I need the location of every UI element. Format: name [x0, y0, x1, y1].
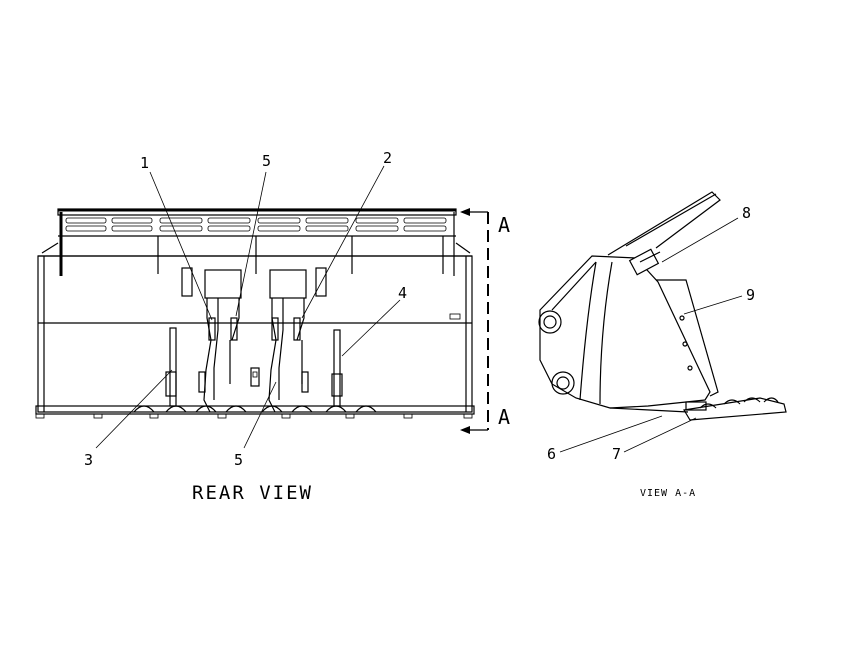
tooth-adapters [133, 405, 377, 413]
right-arm-bracket [268, 269, 309, 413]
rear-view-caption: REAR VIEW [192, 482, 313, 504]
section-teeth [683, 397, 787, 421]
callout-5-top: 5 [262, 152, 271, 170]
section-letter-bottom: A [498, 405, 510, 429]
callout-4: 4 [398, 284, 407, 302]
section-view-caption: VIEW A-A [640, 488, 696, 499]
guard-grille [58, 217, 456, 237]
section-view-bucket [538, 191, 787, 421]
callout-3: 3 [84, 451, 93, 469]
callout-1: 1 [140, 154, 149, 172]
callout-7: 7 [612, 445, 621, 463]
callout-8: 8 [742, 204, 751, 222]
callout-6: 6 [547, 445, 556, 463]
section-letter-top: A [498, 213, 510, 237]
cutting-edge-bolts [35, 413, 473, 419]
section-view-leaders [559, 217, 743, 453]
left-arm-bracket [198, 269, 242, 413]
callout-9: 9 [746, 286, 755, 304]
callout-2: 2 [383, 149, 392, 167]
rear-view-leaders [95, 165, 401, 449]
section-cut-line [460, 208, 489, 434]
callout-5-bottom: 5 [234, 451, 243, 469]
rear-view-bucket [35, 208, 475, 419]
